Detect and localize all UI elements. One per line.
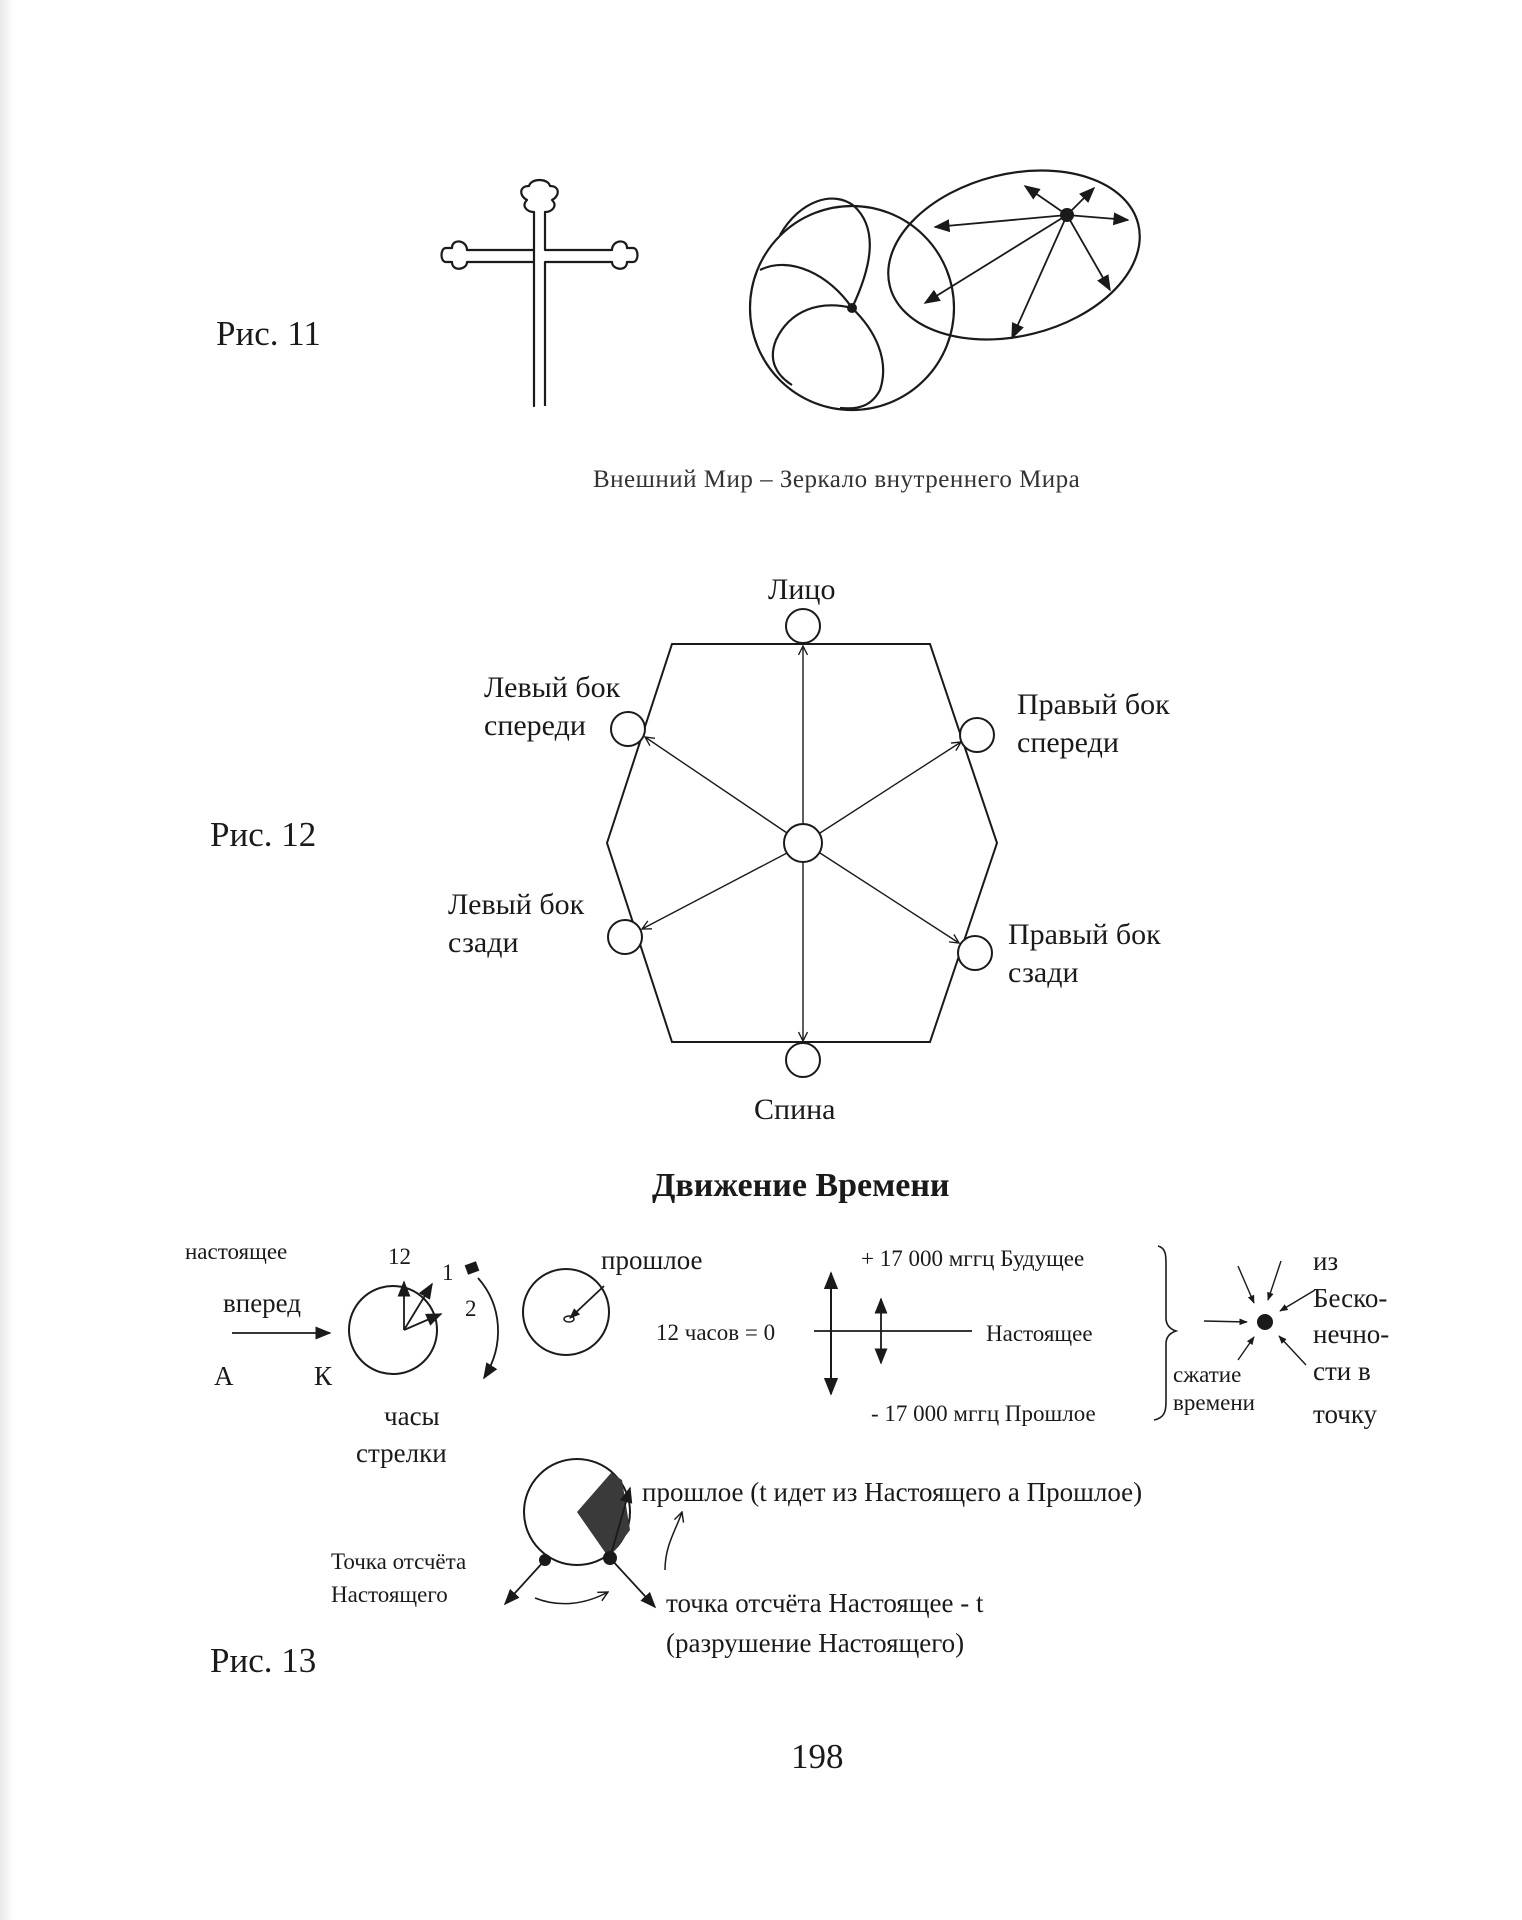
clock-label-1: часы bbox=[384, 1401, 440, 1431]
label-front-left-2: спереди bbox=[484, 709, 586, 742]
bottom-circle bbox=[523, 1458, 631, 1566]
infinity-label-3: нечно- bbox=[1313, 1319, 1390, 1349]
ref-point-label-2: Настоящего bbox=[331, 1582, 448, 1607]
hour-2: 2 bbox=[465, 1296, 477, 1321]
present-line-label: Настоящее bbox=[986, 1321, 1093, 1346]
mirror-ellipse bbox=[887, 169, 1141, 341]
curved-arrow-right bbox=[534, 1592, 608, 1605]
clock-circle bbox=[348, 1285, 438, 1375]
compression-arrows bbox=[1203, 1260, 1316, 1366]
infinity-label-1: из bbox=[1313, 1246, 1339, 1276]
hour-12: 12 bbox=[388, 1244, 411, 1269]
forward-label: вперед bbox=[223, 1288, 302, 1318]
ref-minus-label: точка отсчёта Настоящее - t bbox=[666, 1588, 984, 1618]
compression-label-2: времени bbox=[1173, 1390, 1255, 1415]
infinity-label-2: Беско- bbox=[1313, 1283, 1388, 1313]
brace bbox=[1153, 1245, 1179, 1421]
letter-a: А bbox=[214, 1361, 234, 1391]
triskelion-circle bbox=[748, 197, 956, 412]
cross-icon bbox=[440, 178, 639, 408]
time-motion-title: Движение Времени bbox=[652, 1167, 950, 1204]
label-front-right-2: спереди bbox=[1017, 726, 1119, 759]
label-back-left-1: Левый бок bbox=[448, 888, 585, 921]
curved-arrow-up bbox=[664, 1512, 682, 1571]
label-front-right-1: Правый бок bbox=[1017, 688, 1170, 721]
node-front-left bbox=[610, 711, 646, 747]
node-back bbox=[785, 1042, 821, 1078]
hour-1: 1 bbox=[442, 1260, 454, 1285]
letter-k: К bbox=[314, 1361, 333, 1391]
label-back: Спина bbox=[754, 1093, 836, 1126]
page-edge-shadow bbox=[0, 0, 14, 1920]
present-label: настоящее bbox=[185, 1239, 288, 1264]
future-line-label: + 17 000 мггц Будущее bbox=[861, 1246, 1085, 1271]
clock-hands bbox=[397, 1280, 443, 1331]
past-line-label: - 17 000 мггц Прошлое bbox=[871, 1401, 1096, 1426]
triskelion-center-dot bbox=[847, 303, 857, 313]
node-face bbox=[785, 608, 821, 644]
compression-label-1: сжатие bbox=[1173, 1362, 1242, 1387]
weight-icon bbox=[464, 1261, 480, 1275]
twelve-hours-label: 12 часов = 0 bbox=[656, 1320, 776, 1345]
fig13-label: Рис. 13 bbox=[210, 1641, 317, 1680]
infinity-label-4: сти в bbox=[1313, 1356, 1371, 1386]
node-back-left bbox=[607, 919, 643, 955]
clock-rotation-arrow bbox=[477, 1277, 499, 1380]
past-top-label: прошлое bbox=[601, 1245, 703, 1275]
hexagon-outline bbox=[605, 643, 999, 1043]
destruction-label: (разрушение Настоящего) bbox=[666, 1628, 965, 1658]
label-face: Лицо bbox=[768, 573, 836, 606]
label-back-right-1: Правый бок bbox=[1008, 918, 1161, 951]
page-number: 198 bbox=[791, 1737, 844, 1776]
ref-point-label-1: Точка отсчёта bbox=[331, 1549, 467, 1574]
infinity-label-5: точку bbox=[1313, 1399, 1378, 1429]
bottom-past-label: прошлое (t идет из Настоящего а Прошлое) bbox=[642, 1477, 1143, 1507]
node-front-right bbox=[959, 717, 995, 753]
clock-label-2: стрелки bbox=[356, 1438, 447, 1468]
fig12-label: Рис. 12 bbox=[210, 815, 317, 854]
label-front-left-1: Левый бок bbox=[484, 671, 621, 704]
past-pointer bbox=[569, 1285, 605, 1319]
node-back-right bbox=[957, 935, 993, 971]
label-back-left-2: сзади bbox=[448, 926, 519, 959]
past-circle bbox=[522, 1268, 610, 1356]
label-back-right-2: сзади bbox=[1008, 956, 1079, 989]
fig11-caption: Внешний Мир – Зеркало внутреннего Мира bbox=[593, 466, 1081, 493]
fig11-label: Рис. 11 bbox=[216, 314, 321, 353]
point-dot bbox=[1257, 1314, 1273, 1330]
